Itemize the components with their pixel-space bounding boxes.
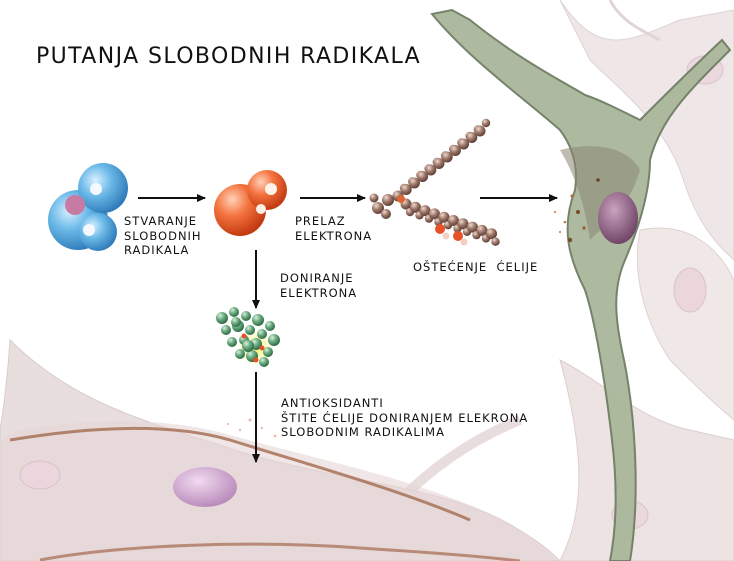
antioxidant-molecule bbox=[216, 307, 280, 367]
free-radical-molecule bbox=[214, 170, 287, 236]
water-molecule bbox=[48, 163, 128, 251]
label-electron-donation: DONIRANJE ELEKTRONA bbox=[280, 271, 357, 300]
label-antioxidants: ANTIOKSIDANTI ŠTITE ĆELIJE DONIRANJEM EL… bbox=[281, 396, 528, 440]
label-formation: STVARANJE SLOBODNIH RADIKALA bbox=[124, 214, 202, 258]
lipid-chain-molecule bbox=[370, 119, 500, 246]
cell-nucleus bbox=[173, 467, 237, 507]
diagram-title: PUTANJA SLOBODNIH RADIKALA bbox=[36, 44, 421, 69]
label-cell-damage: OŠTEĆENJE ĆELIJE bbox=[413, 260, 538, 275]
label-electron-transfer: PRELAZ ELEKTRONA bbox=[295, 214, 372, 243]
healthy-cell bbox=[0, 340, 560, 561]
